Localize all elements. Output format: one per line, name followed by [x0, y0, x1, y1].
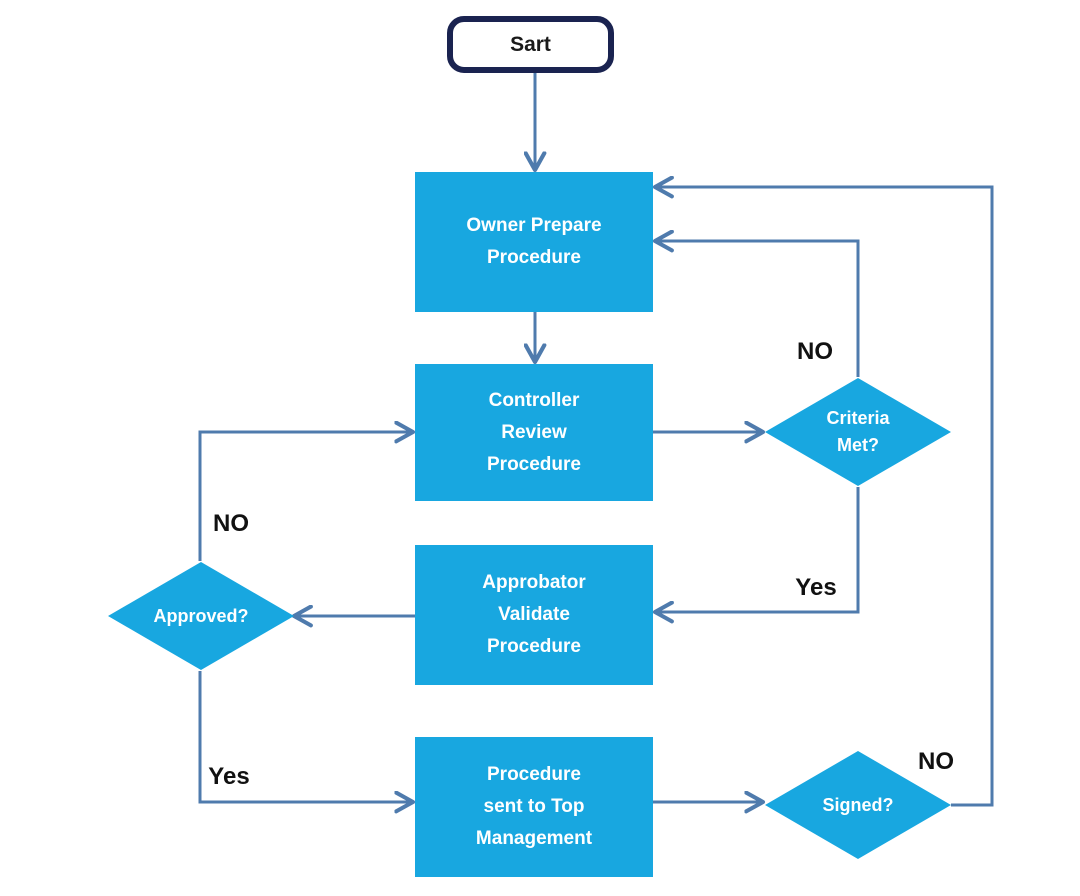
decision-label-line: Approved?	[153, 605, 249, 626]
process-owner-prepare-procedure: Owner Prepare Procedure	[415, 172, 653, 312]
process-label-line: Procedure	[487, 247, 581, 268]
process-label-line: Controller	[488, 389, 580, 411]
edge-criteria-yes-to-approbator	[655, 487, 860, 612]
edge-approved-yes-to-topmgmt	[198, 671, 413, 802]
process-label-line: Owner Prepare	[466, 215, 602, 236]
start-node: Sart	[447, 16, 614, 73]
process-label-line: Management	[475, 828, 593, 849]
process-label-line: Procedure	[487, 453, 581, 475]
decision-label-line: Met?	[837, 435, 879, 455]
process-controller-review-procedure: Controller Review Procedure	[415, 364, 653, 501]
process-procedure-sent-to-top-management: Procedure sent to Top Management	[415, 737, 653, 877]
start-node-label: Sart	[510, 32, 551, 56]
decision-label-line: Criteria	[826, 408, 890, 428]
edge-label-approved-no: NO	[213, 510, 249, 537]
edge-approved-no-to-controller	[198, 432, 413, 561]
process-label-line: sent to Top	[483, 796, 585, 817]
edge-label-signed-no: NO	[918, 748, 954, 775]
edge-criteria-no-to-owner	[655, 241, 860, 377]
edge-label-criteria-yes: Yes	[795, 574, 837, 601]
process-approbator-validate-procedure: Approbator Validate Procedure	[415, 545, 653, 685]
process-label-line: Validate	[498, 604, 570, 625]
decision-label-line: Signed?	[822, 794, 894, 815]
edge-label-approved-yes: Yes	[208, 763, 250, 790]
process-label-line: Review	[501, 421, 567, 443]
edge-label-criteria-no: NO	[797, 338, 833, 365]
process-label-line: Approbator	[482, 572, 586, 593]
process-label-line: Procedure	[487, 636, 581, 657]
process-label-line: Procedure	[487, 764, 581, 785]
edge-signed-no-to-owner	[655, 187, 994, 807]
